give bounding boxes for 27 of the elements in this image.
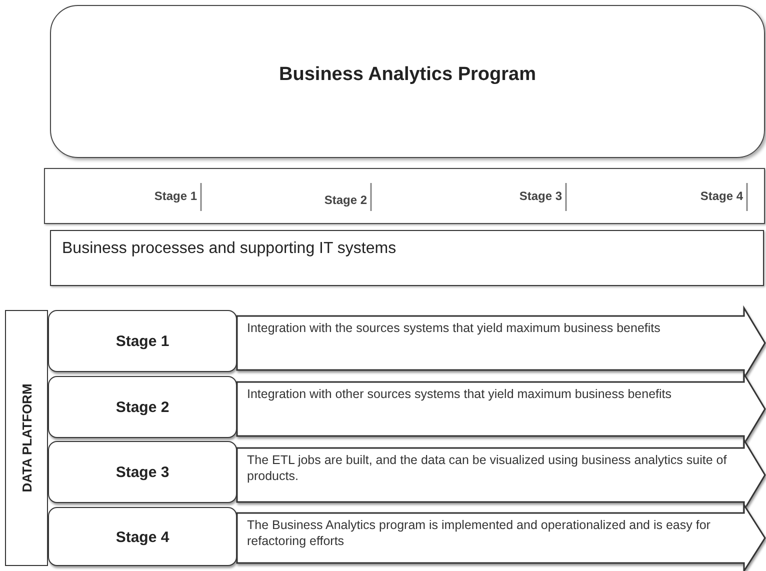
stage-label: Stage 4 [114,528,170,546]
stage-label: Stage 1 [114,333,170,350]
stage-box [48,441,237,503]
stage-box [48,507,237,566]
program-box [50,5,765,158]
chevron-arrow [237,308,766,378]
stage-box [48,310,237,372]
chevron-arrow [237,440,766,510]
program-title: Business Analytics Program [278,64,537,86]
stage-description: The ETL jobs are built, and the data can be visualized using business analytics suite of products. [247,452,728,484]
stage-box [48,376,237,438]
stage-band [44,168,765,224]
stage-description: The Business Analytics program is implemented and operationalized and is easy for refactoring efforts [247,517,712,550]
platform-box [5,310,48,566]
process-label: Business processes and supporting IT systems [62,240,396,258]
stage-label: Stage 2 [114,399,170,416]
stage-description: Integration with the sources systems that yield maximum business benefits [247,320,662,336]
stage-description: Integration with other sources systems that yield maximum business benefits [247,386,672,402]
platform-label: DATA PLATFORM [19,384,34,492]
stage-label: Stage 2 [324,193,367,207]
process-box [50,230,764,286]
stage-label: Stage 1 [154,189,197,203]
stage-label: Stage 4 [700,189,743,203]
chevron-arrow [237,374,766,444]
stage-label: Stage 3 [114,464,170,481]
stage-label: Stage 3 [519,189,562,203]
chevron-arrow [237,505,766,571]
